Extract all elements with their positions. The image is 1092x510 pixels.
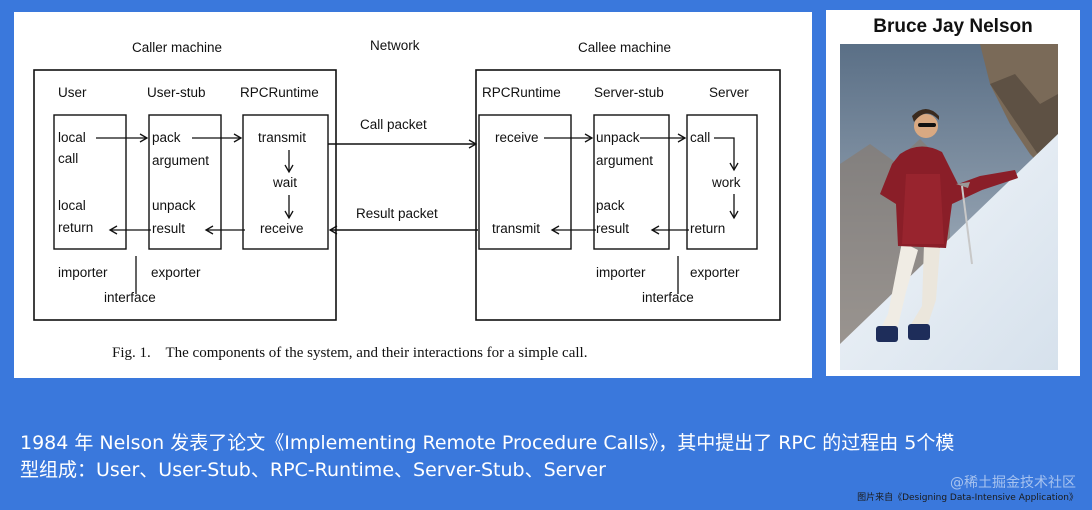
summary-caption-line2: 型组成：User、User-Stub、RPC-Runtime、Server-St… xyxy=(20,459,606,481)
caller-exporter: exporter xyxy=(151,265,201,280)
call-packet-label: Call packet xyxy=(360,117,427,132)
caller-wait: wait xyxy=(272,175,297,190)
server-stub-pack: pack xyxy=(596,198,625,213)
server-call: call xyxy=(690,130,710,145)
callee-transmit: transmit xyxy=(492,221,540,236)
user-stub-unpack: unpack xyxy=(152,198,196,213)
figure-caption: Fig. 1. The components of the system, an… xyxy=(112,345,587,361)
photo-title: Bruce Jay Nelson xyxy=(873,16,1033,37)
callee-interface: interface xyxy=(642,290,694,305)
caller-machine-box xyxy=(33,69,337,321)
user-stub-box xyxy=(148,114,222,250)
user-stub-header: User-stub xyxy=(147,85,206,100)
server-stub-box xyxy=(593,114,670,250)
rpc-runtime-header-caller: RPCRuntime xyxy=(240,85,319,100)
server-stub-unpack: unpack xyxy=(596,130,640,145)
user-header: User xyxy=(58,85,87,100)
callee-exporter: exporter xyxy=(690,265,740,280)
server-work: work xyxy=(711,175,741,190)
network-title: Network xyxy=(370,38,420,53)
user-local2: local xyxy=(58,198,86,213)
rpc-diagram-panel: Caller machine Network Callee machine Us… xyxy=(14,12,812,378)
summary-caption: 1984 年 Nelson 发表了论文《Implementing Remote … xyxy=(20,430,1080,484)
server-stub-result: result xyxy=(596,221,629,236)
nelson-photo xyxy=(840,44,1058,370)
server-header: Server xyxy=(709,85,749,100)
user-call: call xyxy=(58,151,78,166)
user-return: return xyxy=(58,220,93,235)
server-stub-argument: argument xyxy=(596,153,653,168)
server-box xyxy=(686,114,758,250)
caller-interface: interface xyxy=(104,290,156,305)
callee-importer: importer xyxy=(596,265,646,280)
image-source-note: 图片来自《Designing Data-Intensive Applicatio… xyxy=(857,493,1078,503)
juejin-watermark: @稀土掘金技术社区 xyxy=(950,475,1076,491)
caller-receive: receive xyxy=(260,221,304,236)
rpc-runtime-caller-box xyxy=(242,114,329,250)
result-packet-label: Result packet xyxy=(356,206,438,221)
user-stub-pack: pack xyxy=(152,130,181,145)
photo-panel: Bruce Jay Nelson xyxy=(826,10,1080,376)
callee-machine-box xyxy=(475,69,781,321)
caller-transmit: transmit xyxy=(258,130,306,145)
rpc-components-diagram: Caller machine Network Callee machine Us… xyxy=(33,38,781,361)
callee-machine-title: Callee machine xyxy=(578,40,671,55)
server-call-to-work-arrow xyxy=(714,137,739,172)
caller-importer: importer xyxy=(58,265,108,280)
rpc-runtime-callee-box xyxy=(478,114,572,250)
callee-receive: receive xyxy=(495,130,539,145)
server-stub-header: Server-stub xyxy=(594,85,664,100)
server-return: return xyxy=(690,221,725,236)
user-stub-argument: argument xyxy=(152,153,209,168)
summary-caption-line1: 1984 年 Nelson 发表了论文《Implementing Remote … xyxy=(20,432,955,454)
user-local: local xyxy=(58,130,86,145)
caller-machine-title: Caller machine xyxy=(132,40,222,55)
user-box xyxy=(53,114,127,250)
rpc-runtime-header-callee: RPCRuntime xyxy=(482,85,561,100)
user-stub-result: result xyxy=(152,221,185,236)
